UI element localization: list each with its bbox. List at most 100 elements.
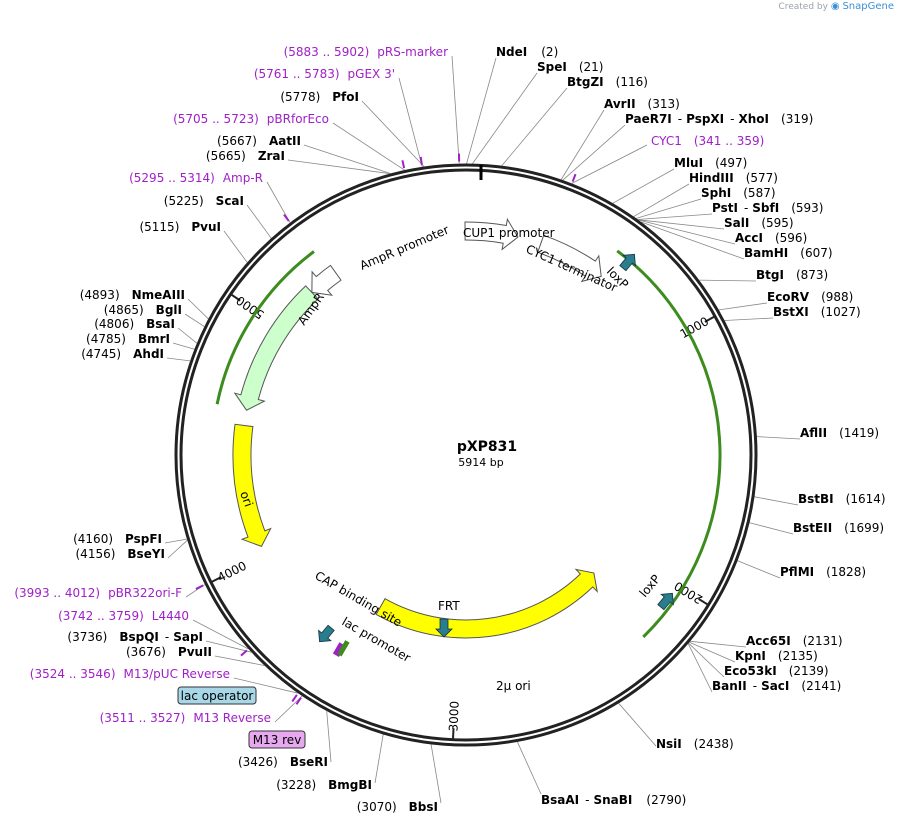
m13-rev-box[interactable]: M13 rev: [248, 730, 306, 749]
enzyme-aatii[interactable]: (5667)AatII: [217, 134, 301, 148]
enzyme-bsaai-snabi[interactable]: BsaAI-SnaBI(2790): [541, 793, 686, 807]
backbone-inner-strand: [179, 168, 753, 742]
primer-m13-puc-reverse[interactable]: (3524 .. 3546)M13/pUC Reverse: [30, 667, 230, 681]
orf-line-left: [215, 250, 315, 405]
leader-line: [303, 144, 391, 174]
enzyme-bstxi[interactable]: BstXI(1027): [773, 305, 861, 319]
enzyme-labels-right: NdeI(2) SpeI(21) BtgZI(116) AvrII(313) P…: [496, 45, 886, 807]
enzyme-aflii[interactable]: AflII(1419): [800, 426, 879, 440]
credit-brand: SnapGene: [842, 1, 894, 12]
enzyme-acc65i[interactable]: Acc65I(2131): [746, 634, 843, 648]
primer-l4440[interactable]: (3742 .. 3759)L4440: [58, 609, 189, 623]
enzyme-bsteii[interactable]: BstEII(1699): [793, 521, 884, 535]
enzyme-ahdi[interactable]: (4745)AhdI: [81, 347, 164, 361]
primer-site-Amp: [283, 214, 290, 222]
lac-operator-box-bg: [177, 686, 257, 705]
leader-line: [214, 655, 265, 666]
tick-mark-1000: [704, 315, 716, 323]
enzyme-bgli[interactable]: (4865)BglI: [104, 303, 182, 317]
enzyme-banii-saci[interactable]: BanII-SacI(2141): [712, 679, 841, 693]
primer-site-L4440: [240, 649, 248, 657]
leader-line: [326, 711, 332, 763]
lac-operator-marker: [337, 640, 350, 657]
origin-spacer: [466, 171, 480, 186]
leader-line: [361, 100, 425, 167]
leader-line: [287, 159, 390, 174]
credit-text: Created by: [778, 2, 828, 12]
leader-line: [472, 72, 538, 164]
enzyme-eco53ki[interactable]: Eco53kI(2139): [724, 664, 829, 678]
primer-site-M13pUC: [291, 694, 298, 702]
enzyme-mlui[interactable]: MluI(497): [674, 156, 747, 170]
primer-pbr322ori-f[interactable]: (3993 .. 4012)pBR322ori-F: [14, 586, 182, 600]
tick-mark-2000: [698, 598, 709, 606]
enzyme-kpni[interactable]: KpnI(2135): [735, 649, 818, 663]
feature-label-ori: ori: [237, 489, 255, 508]
enzyme-pvuii[interactable]: (3676)PvuII: [126, 645, 212, 659]
feature-arrow-cup1-promoter: [464, 217, 519, 251]
enzyme-nsii[interactable]: NsiI(2438): [656, 737, 734, 751]
snapgene-credit: Created by ◉ SnapGene: [778, 1, 894, 12]
enzyme-bsai[interactable]: (4806)BsaI: [94, 317, 175, 331]
enzyme-bamhi[interactable]: BamHI(607): [744, 246, 833, 260]
enzyme-nmeaiii[interactable]: (4893)NmeAIII: [80, 288, 185, 302]
enzyme-bmgbi[interactable]: (3228)BmgBI: [276, 778, 372, 792]
enzyme-scai[interactable]: (5225)ScaI: [164, 194, 244, 208]
enzyme-spei[interactable]: SpeI(21): [537, 60, 603, 74]
tick-mark-3000: [452, 728, 455, 740]
leader-line: [618, 703, 657, 747]
enzyme-bspqi-sapi[interactable]: (3736)BspQI-SapI: [67, 630, 203, 644]
leader-line: [517, 741, 542, 795]
enzyme-bseyi[interactable]: (4156)BseYI: [76, 547, 166, 561]
enzyme-paer7i-pspxi-xhoi[interactable]: PaeR7I-PspXI-XhoI(319): [625, 112, 813, 126]
snapgene-logo-icon: ◉: [830, 1, 840, 12]
leader-line: [451, 55, 460, 164]
enzyme-btgzi[interactable]: BtgZI(116): [567, 75, 648, 89]
primer-pgex-3[interactable]: (5761 .. 5783)pGEX 3': [254, 67, 395, 81]
enzyme-psti-sbfi[interactable]: PstI-SbfI(593): [712, 201, 823, 215]
enzyme-bseri[interactable]: (3426)BseRI: [238, 755, 328, 769]
enzyme-sphi[interactable]: SphI(587): [701, 186, 776, 200]
leader-line: [177, 327, 198, 344]
enzyme-ecorv[interactable]: EcoRV(988): [767, 290, 853, 304]
enzyme-avrii[interactable]: AvrII(313): [604, 97, 680, 111]
enzyme-btgi[interactable]: BtgI(873): [756, 268, 828, 282]
enzyme-acci[interactable]: AccI(596): [735, 231, 807, 245]
primer-prs-marker[interactable]: (5883 .. 5902)pRS-marker: [284, 45, 448, 59]
enzyme-pvui[interactable]: (5115)PvuI: [139, 220, 221, 234]
enzyme-pspfi[interactable]: (4160)PspFI: [73, 532, 162, 546]
enzyme-zrai[interactable]: (5665)ZraI: [206, 149, 285, 163]
primer-site-pGEX: [419, 156, 423, 165]
leader-line: [688, 642, 725, 678]
feature-arrows: [195, 153, 722, 705]
primer-site-CYC1: [571, 173, 577, 182]
enzyme-ndei[interactable]: NdeI(2): [496, 45, 558, 59]
loxp-marker-1: [619, 253, 636, 272]
enzyme-bmri[interactable]: (4785)BmrI: [86, 332, 170, 346]
enzyme-hindiii[interactable]: HindIII(577): [689, 171, 778, 185]
leader-line: [164, 538, 187, 544]
backbone-outer-strand: [174, 163, 758, 747]
leader-line: [754, 496, 799, 506]
feature-arrow-2mu-ori: [375, 568, 598, 639]
leader-line: [172, 342, 195, 350]
primer-m13-reverse[interactable]: (3511 .. 3527)M13 Reverse: [100, 711, 271, 725]
leader-line: [233, 677, 299, 694]
leader-line: [466, 57, 497, 164]
lac-operator-box[interactable]: lac operator: [177, 686, 257, 705]
tick-label-3000: 3000: [446, 701, 461, 732]
enzyme-pflmi[interactable]: PflMI(1828): [780, 565, 866, 579]
primer-pbrforeco[interactable]: (5705 .. 5723)pBRforEco: [173, 112, 329, 126]
primer-site-M13: [295, 697, 302, 705]
enzyme-pfoi[interactable]: (5778)PfoI: [280, 90, 359, 104]
primer-cyc1[interactable]: CYC1(341 .. 359): [651, 134, 764, 148]
leader-line: [699, 279, 757, 282]
leader-line: [641, 221, 745, 260]
leader-line: [636, 198, 702, 219]
enzyme-bstbi[interactable]: BstBI(1614): [798, 492, 886, 506]
enzyme-sali[interactable]: SalI(595): [724, 216, 794, 230]
primer-amp-r[interactable]: (5295 .. 5314)Amp-R: [129, 171, 263, 185]
enzyme-bbsi[interactable]: (3070)BbsI: [357, 800, 438, 814]
enzyme-labels-left: (5778)PfoI (5667)AatII (5665)ZraI (5225)…: [67, 90, 438, 814]
